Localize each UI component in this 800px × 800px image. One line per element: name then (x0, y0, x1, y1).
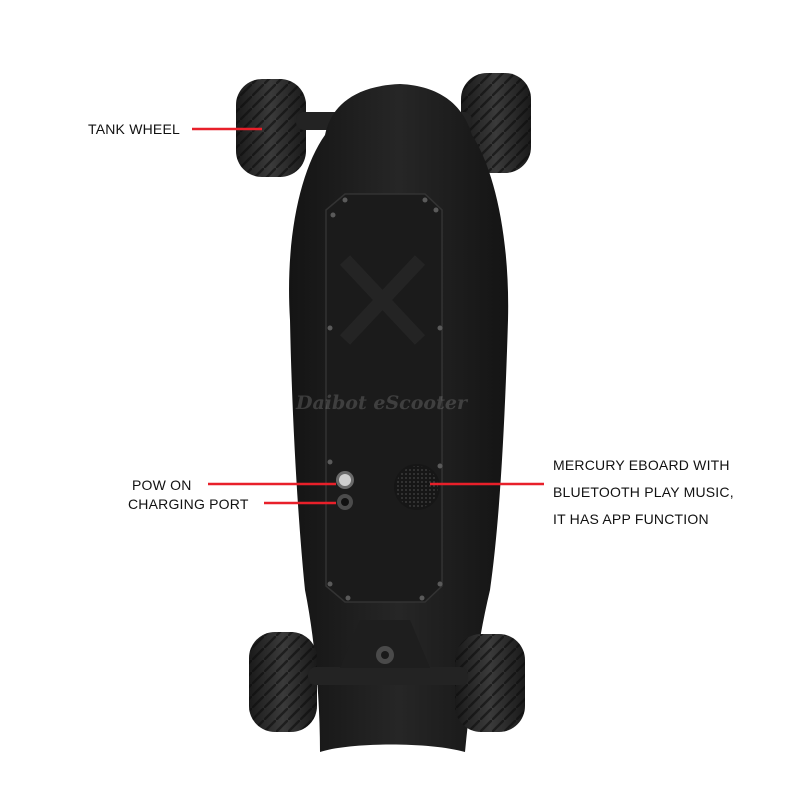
mercury-line-2: BLUETOOTH PLAY MUSIC, (553, 484, 734, 500)
enclosure-screws (327, 197, 443, 601)
pointer-lines (192, 127, 544, 505)
watermark: Daibot eScooter (296, 392, 467, 414)
charging-port (337, 494, 353, 510)
pow-on-label: POW ON (132, 477, 192, 493)
mercury-line-3: IT HAS APP FUNCTION (553, 511, 709, 527)
speaker-grille (394, 464, 440, 510)
mercury-line-1: MERCURY EBOARD WITH (553, 457, 730, 473)
mercury-eboard-label: MERCURY EBOARD WITH BLUETOOTH PLAY MUSIC… (553, 452, 734, 533)
rear-truck (308, 620, 468, 685)
charging-port-label: CHARGING PORT (128, 496, 249, 512)
power-button (336, 471, 354, 489)
deck-graphic (339, 255, 426, 345)
front-left-wheel (236, 79, 306, 177)
rear-left-wheel (249, 632, 317, 732)
rear-right-wheel (455, 634, 525, 732)
tank-wheel-label: TANK WHEEL (88, 121, 180, 137)
